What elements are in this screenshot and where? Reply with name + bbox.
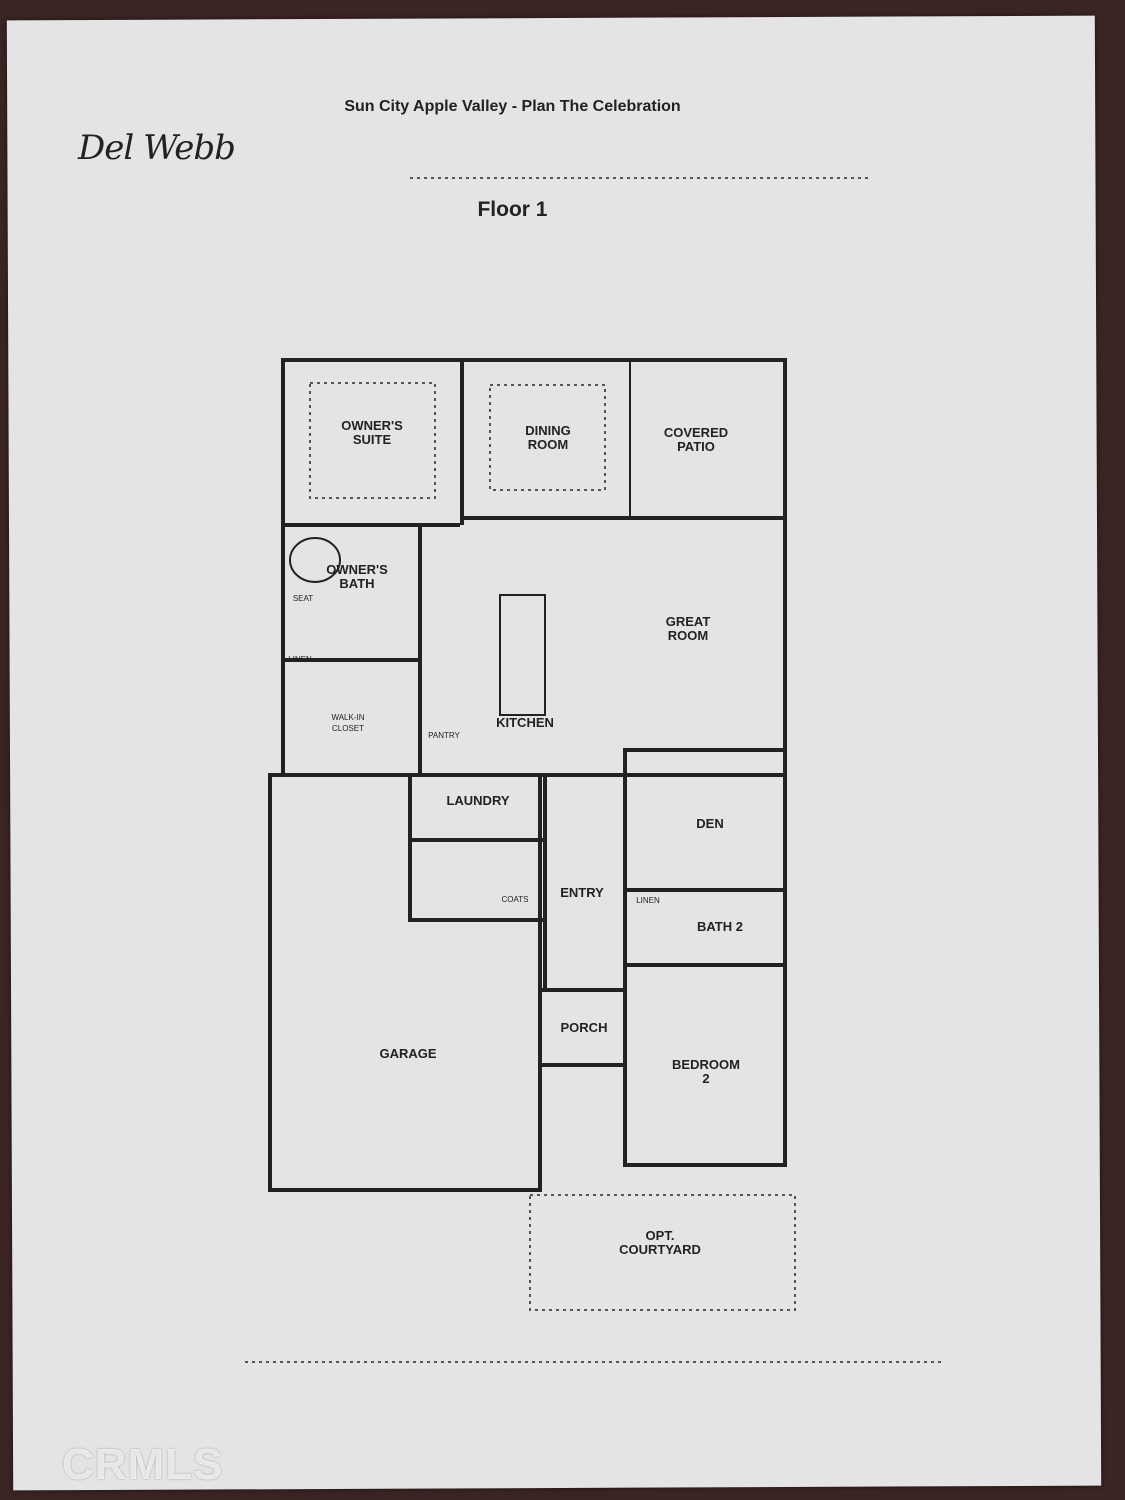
room-owners-suite-line2: SUITE (353, 432, 392, 447)
room-courtyard-line2: COURTYARD (619, 1242, 701, 1257)
room-bath-2: BATH 2 (697, 919, 743, 934)
entry-walls (543, 773, 627, 992)
room-closet-line1: WALK-IN (331, 713, 364, 722)
bathtub (289, 537, 341, 583)
label-seat: SEAT (293, 594, 313, 603)
room-kitchen: KITCHEN (496, 715, 554, 730)
room-porch: PORCH (561, 1020, 608, 1035)
room-den: DEN (696, 816, 723, 831)
room-entry: ENTRY (560, 885, 604, 900)
room-owners-bath-line1: OWNER'S (326, 562, 388, 577)
room-laundry: LAUNDRY (446, 793, 509, 808)
del-webb-logo: Del Webb (78, 128, 236, 168)
label-linen: LINEN (288, 655, 312, 664)
room-patio-line2: PATIO (677, 439, 715, 454)
tray-ceiling-outline (489, 384, 606, 491)
crmls-watermark: CRMLS (62, 1440, 224, 1489)
room-owners-bath-line2: BATH (339, 576, 374, 591)
label-coats: COATS (502, 895, 529, 904)
tray-ceiling-outline (309, 382, 436, 499)
room-owners-suite-line1: OWNER'S (341, 418, 403, 433)
room-bedroom-2-line2: 2 (702, 1071, 709, 1086)
document-title: Sun City Apple Valley - Plan The Celebra… (344, 98, 681, 115)
coat-hall-walls (408, 838, 547, 922)
room-great-line1: GREAT (666, 614, 711, 629)
room-courtyard-line1: OPT. (646, 1228, 675, 1243)
label-pantry: PANTRY (428, 731, 460, 740)
room-dining-line1: DINING (525, 423, 571, 438)
room-closet-line2: CLOSET (332, 724, 364, 733)
kitchen-island (499, 594, 546, 716)
floor-label: Floor 1 (477, 198, 548, 221)
courtyard-outline (529, 1194, 796, 1311)
room-dining-line2: ROOM (528, 437, 568, 452)
label-linen-bath2: LINEN (636, 896, 660, 905)
room-garage: GARAGE (379, 1046, 436, 1061)
room-bedroom-2-line1: BEDROOM (672, 1057, 740, 1072)
room-patio-line1: COVERED (664, 425, 728, 440)
garage-walls (268, 773, 542, 1192)
room-great-line2: ROOM (668, 628, 708, 643)
